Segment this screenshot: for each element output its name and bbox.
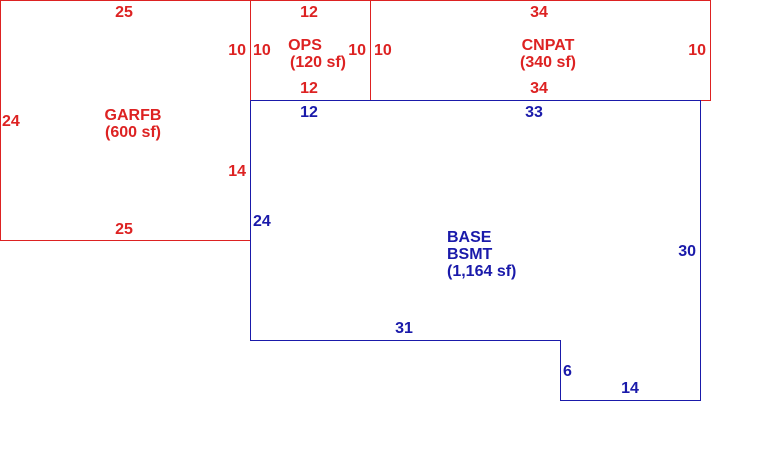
garfb-area: (600 sf) [105,124,161,141]
base-area: (1,164 sf) [447,263,516,280]
ops-dim-top: 12 [300,4,318,21]
base-dim-top-right: 33 [525,104,543,121]
cnpat-dim-left: 10 [374,42,392,59]
cnpat-dim-right: 10 [688,42,706,59]
garfb-dim-left: 24 [2,113,20,130]
addition-labels: GARFB (600 sf) 25 25 24 10 14 OPS (120 s… [2,4,706,238]
garfb-dim-bottom: 25 [115,221,133,238]
ops-area: (120 sf) [290,54,346,71]
base-dim-right: 30 [678,243,696,260]
ops-code: OPS [288,37,322,54]
garfb-dim-right-upper: 10 [228,42,246,59]
base-labels: BASE BSMT (1,164 sf) 12 33 24 30 31 6 14 [253,104,696,397]
base-dim-left: 24 [253,213,271,230]
base-outline[interactable] [250,100,701,401]
cnpat-dim-top: 34 [530,4,548,21]
base-dim-bottom-left: 31 [395,320,413,337]
base-dim-bottom-right: 14 [621,380,639,397]
garfb-dim-right-lower: 14 [228,163,246,180]
base-code: BASE [447,229,492,246]
ops-dim-right: 10 [348,42,366,59]
cnpat-code: CNPAT [522,37,575,54]
ops-dim-left: 10 [253,42,271,59]
garfb-code: GARFB [105,107,162,124]
garfb-dim-top: 25 [115,4,133,21]
base-subcode: BSMT [447,246,493,263]
cnpat-dim-bottom: 34 [530,80,548,97]
cnpat-area: (340 sf) [520,54,576,71]
ops-dim-bottom: 12 [300,80,318,97]
base-outline-group [250,100,701,401]
base-dim-top-left: 12 [300,104,318,121]
base-dim-step: 6 [563,363,572,380]
